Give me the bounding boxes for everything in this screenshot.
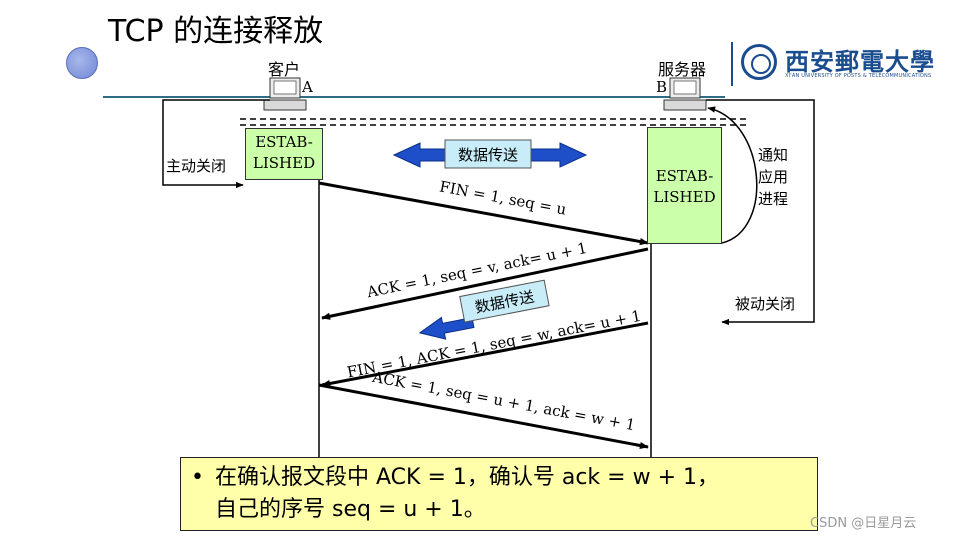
data-transfer-arrow bbox=[392, 139, 588, 169]
title-bullet-icon bbox=[66, 47, 98, 79]
active-close-label: 主动关闭 bbox=[166, 157, 227, 175]
logo-name-cn: 西安郵電大學 bbox=[785, 47, 935, 76]
ack-a-arrow bbox=[318, 383, 649, 450]
fin-a-arrow bbox=[318, 181, 649, 246]
passive-close-label: 被动关闭 bbox=[735, 295, 796, 313]
active-close-arrow bbox=[162, 99, 270, 189]
server-label: 服务器 bbox=[658, 60, 707, 79]
notify-app-line3: 进程 bbox=[758, 190, 789, 208]
server-computer-icon bbox=[663, 77, 707, 111]
logo-name-en: XI'AN UNIVERSITY OF POSTS & TELECOMMUNIC… bbox=[785, 73, 932, 79]
note-bullet: • bbox=[191, 465, 204, 490]
server-state-box: ESTAB- LISHED bbox=[647, 127, 722, 244]
notify-app-arrow bbox=[707, 106, 758, 244]
note-line2: 自己的序号 seq = u + 1。 bbox=[215, 497, 486, 522]
notify-app-line2: 应用 bbox=[758, 168, 789, 186]
client-id: A bbox=[302, 78, 313, 96]
server-id: B bbox=[656, 78, 668, 96]
note-line1: 在确认报文段中 ACK = 1，确认号 ack = w + 1， bbox=[215, 465, 720, 490]
ack-b-arrow bbox=[321, 247, 649, 320]
note-box: • 在确认报文段中 ACK = 1，确认号 ack = w + 1， 自己的序号 … bbox=[180, 457, 818, 531]
client-state-line2: LISHED bbox=[252, 154, 316, 172]
university-seal-icon bbox=[741, 44, 777, 80]
note-row-1: • 在确认报文段中 ACK = 1，确认号 ack = w + 1， bbox=[191, 462, 817, 494]
watermark: CSDN @日星月云 bbox=[810, 516, 917, 531]
client-state-box: ESTAB- LISHED bbox=[245, 128, 323, 180]
data-transfer-label: 数据传送 bbox=[458, 146, 518, 164]
fin-b-arrow bbox=[321, 321, 649, 388]
client-state-line1: ESTAB- bbox=[255, 133, 313, 151]
fin-a-label: FIN = 1, seq = u bbox=[438, 178, 568, 219]
client-computer-icon bbox=[263, 77, 307, 111]
university-logo: 西安郵電大學 XI'AN UNIVERSITY OF POSTS & TELEC… bbox=[731, 40, 934, 88]
server-state-line2: LISHED bbox=[653, 188, 716, 206]
passive-close-arrow bbox=[706, 99, 815, 326]
client-label: 客户 bbox=[268, 60, 301, 79]
page-title: TCP 的连接释放 bbox=[108, 14, 324, 49]
note-row-2: 自己的序号 seq = u + 1。 bbox=[191, 494, 817, 526]
server-state-line1: ESTAB- bbox=[655, 167, 714, 185]
notify-app-line1: 通知 bbox=[758, 146, 789, 164]
logo-divider bbox=[731, 42, 733, 86]
